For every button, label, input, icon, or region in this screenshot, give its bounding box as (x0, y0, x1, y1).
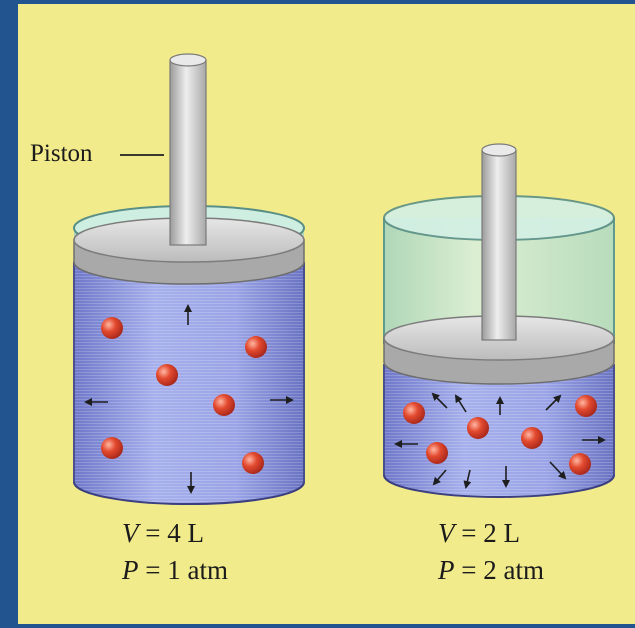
left-pressure-label: P = 1 atm (122, 555, 228, 586)
pressure-variable: P (122, 555, 139, 585)
gas-molecule (101, 437, 123, 459)
right-pressure-label: P = 2 atm (438, 555, 544, 586)
right-pressure-value: 2 atm (483, 555, 544, 585)
volume-variable: V (438, 518, 455, 548)
gas-molecule (569, 453, 591, 475)
left-pressure-value: 1 atm (167, 555, 228, 585)
gas-molecule (403, 402, 425, 424)
gas-molecule (101, 317, 123, 339)
gas-molecule (245, 336, 267, 358)
gas-molecule (156, 364, 178, 386)
left-volume-label: V = 4 L (122, 518, 204, 549)
gas-molecule (521, 427, 543, 449)
gas-molecule (426, 442, 448, 464)
volume-variable: V (122, 518, 139, 548)
right-piston-rod (482, 144, 516, 340)
right-volume-label: V = 2 L (438, 518, 520, 549)
gas-molecule (242, 452, 264, 474)
gas-molecule (575, 395, 597, 417)
piston-label: Piston (30, 140, 93, 168)
left-piston-rod (170, 54, 206, 245)
gas-molecule (467, 417, 489, 439)
left-volume-value: 4 L (167, 518, 204, 548)
gas-molecule (213, 394, 235, 416)
right-volume-value: 2 L (483, 518, 520, 548)
pressure-variable: P (438, 555, 455, 585)
